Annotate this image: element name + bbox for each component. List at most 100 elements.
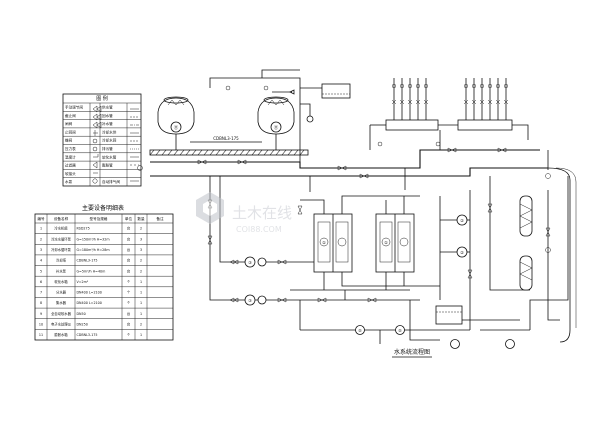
svg-text:⑤: ⑤: [398, 328, 402, 333]
equipment-cell: 3: [140, 237, 142, 241]
equipment-cell: DN250: [77, 322, 88, 326]
equipment-header-cell: 数量: [137, 216, 145, 221]
equipment-cell: 台: [127, 247, 131, 252]
cooling-tower-1: ⑪: [157, 96, 195, 135]
heat-exchanger-2: [519, 255, 533, 291]
legend-item-name: 手动调节阀: [65, 105, 83, 110]
svg-text:⑤: ⑤: [358, 328, 362, 333]
equipment-cell: DN400 L=2100: [77, 291, 102, 295]
equipment-cell: 电子水处理仪: [51, 321, 71, 326]
equipment-cell: 冷却水循环泵: [51, 247, 71, 252]
equipment-cell: 个: [127, 332, 131, 337]
equipment-cell: RSD275: [77, 227, 90, 231]
equipment-cell: 全自动软水器: [51, 311, 71, 316]
legend-item-name: 过滤器: [65, 163, 76, 168]
watermark-subtext: COI88.COM: [236, 225, 282, 234]
pump-group-bottom: ⑤ ⑤: [355, 325, 515, 349]
equipment-cell: 台: [127, 226, 131, 231]
equipment-cell: 1: [140, 280, 142, 284]
equipment-cell: 2: [40, 237, 42, 241]
equipment-cell: 分水器: [56, 290, 67, 295]
legend-table: 图 例 手动调节阀供水管截止阀回水管闸阀补水管止回阀冷却水供蝶阀冷却水回压力表排…: [62, 93, 142, 187]
equipment-cell: G=180m³/h H=28m: [77, 248, 110, 252]
legend-item-name: 温度计: [65, 154, 76, 159]
legend-item-line-name: 冷却水回: [102, 138, 117, 143]
tower-platform: CDBNL3-175: [149, 134, 309, 156]
equipment-cell: 冷水机组: [54, 226, 68, 231]
svg-text:③: ③: [248, 298, 252, 303]
legend-item-line-name: 软化水管: [102, 154, 117, 159]
equipment-cell: 台: [127, 258, 131, 263]
svg-text:①: ①: [384, 240, 388, 245]
equipment-cell: G=150m³/h H=32m: [77, 237, 110, 241]
equipment-cell: 台: [127, 236, 131, 241]
legend-item-name: 截止阀: [65, 113, 76, 118]
legend-item-line-name: 供水管: [102, 105, 113, 110]
distributor-header: [369, 78, 439, 150]
equipment-cell: 2: [140, 269, 142, 273]
legend-item-name: 软接头: [65, 171, 76, 176]
cooling-tower-2: ⑪: [257, 96, 295, 135]
equipment-cell: 集水器: [56, 300, 67, 305]
equipment-header-cell: 型号及规格: [90, 216, 108, 221]
equipment-cell: 个: [127, 279, 131, 284]
equipment-cell: 冷冻水循环泵: [51, 236, 71, 241]
collector-header: [438, 78, 529, 150]
legend-title: 图 例: [96, 95, 108, 102]
equipment-header-cell: 备注: [156, 216, 164, 221]
soft-water-tank: [435, 305, 463, 325]
equipment-cell: 6: [40, 280, 42, 284]
equipment-cell: G=5m³/h H=40m: [77, 269, 106, 273]
equipment-cell: 台: [127, 321, 131, 326]
equipment-cell: 1: [140, 301, 142, 305]
equipment-cell: 2: [140, 259, 142, 263]
equipment-header-cell: 单位: [125, 216, 133, 221]
equipment-cell: 7: [40, 291, 42, 295]
legend-item-name: 蝶阀: [65, 138, 73, 143]
equipment-cell: DN50: [77, 312, 86, 316]
equipment-cell: 3: [140, 248, 142, 252]
equipment-cell: 8: [40, 301, 42, 305]
equipment-cell: 3: [40, 248, 42, 252]
equipment-cell: 9: [40, 312, 42, 316]
chiller-1: ①: [300, 195, 440, 290]
legend-item-name: 止回阀: [65, 129, 76, 134]
equipment-cell: 个: [127, 290, 131, 295]
equipment-cell: V=2m³: [77, 280, 89, 284]
legend-item-name: 水泵: [65, 179, 73, 184]
equipment-cell: 台: [127, 268, 131, 273]
equipment-cell: 1: [140, 333, 142, 337]
legend-item-line-name: 排污管: [102, 146, 113, 151]
pump-group-left: ③ ③: [229, 256, 267, 306]
equipment-cell: 1: [40, 227, 42, 231]
equipment-cell: 冷却塔: [56, 258, 67, 263]
legend-item-line-name: 膨胀管: [102, 163, 113, 168]
chiller-2: ①: [375, 196, 415, 290]
legend-item-name: 闸阀: [65, 121, 73, 126]
equipment-cell: 11: [39, 333, 43, 337]
svg-text:⑪: ⑪: [174, 124, 179, 131]
equipment-cell: 膨胀水箱: [54, 332, 68, 337]
equipment-cell: 1: [140, 312, 142, 316]
equipment-cell: CDBNL3-175: [77, 333, 98, 337]
svg-text:CDBNL3-175: CDBNL3-175: [213, 136, 239, 141]
legend-item-line-name: 补水管: [102, 121, 113, 126]
heat-exchanger-1: [519, 195, 533, 237]
equipment-cell: 个: [127, 300, 131, 305]
equipment-title: 主要设备明细表: [82, 204, 124, 212]
svg-text:①: ①: [322, 240, 326, 245]
equipment-cell: DN400 L=2100: [77, 301, 102, 305]
top-piping: [209, 69, 351, 168]
diagram-title: 水系统流程图: [394, 348, 430, 356]
main-pipes: [150, 149, 569, 344]
equipment-cell: 1: [140, 291, 142, 295]
gauges: [137, 85, 551, 253]
equipment-cell: 2: [140, 322, 142, 326]
right-curve-pipe: [547, 167, 577, 343]
svg-text:⑪: ⑪: [274, 124, 279, 131]
equipment-cell: 软化水箱: [54, 279, 68, 284]
legend-item-line-name: 自动排气阀: [102, 179, 120, 184]
